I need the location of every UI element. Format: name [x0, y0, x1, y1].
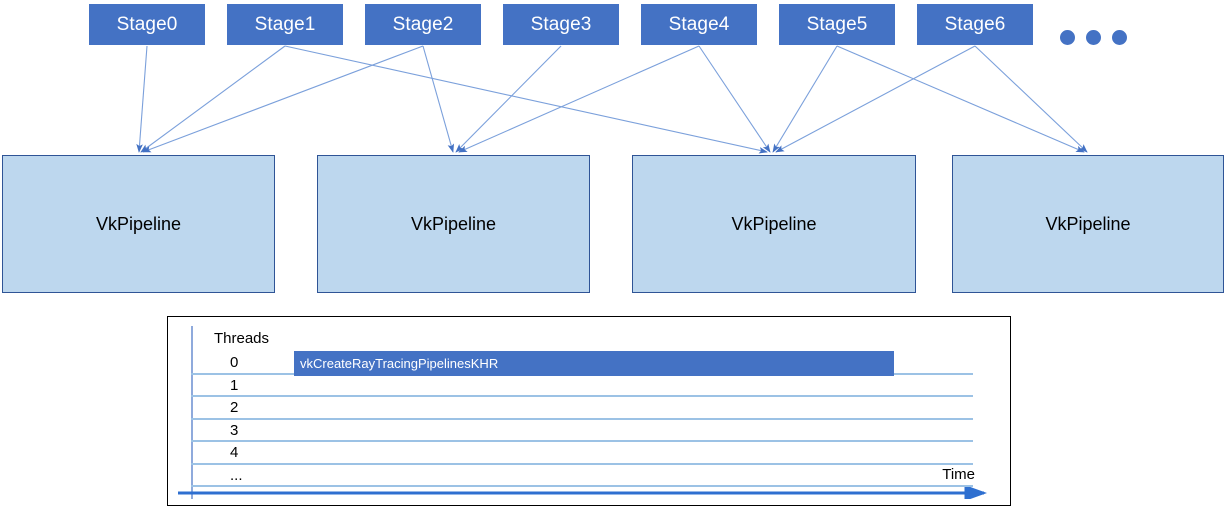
timeline-vertical-axis	[191, 326, 193, 499]
arrow-Stage4-to-VkPipeline2	[698, 45, 771, 153]
stage-box-2[interactable]: Stage2	[365, 4, 481, 45]
arrow-Stage6-to-VkPipeline2	[775, 45, 976, 153]
stage-label: Stage3	[530, 13, 592, 35]
stage-label: Stage5	[806, 13, 868, 35]
dot-icon	[1112, 30, 1127, 45]
pipeline-box-2[interactable]: VkPipeline	[632, 155, 916, 293]
arrow-Stage2-to-VkPipeline0	[142, 45, 424, 153]
stage-box-5[interactable]: Stage5	[779, 4, 895, 45]
pipeline-box-0[interactable]: VkPipeline	[2, 155, 275, 293]
stages-ellipsis-icon	[1060, 30, 1127, 45]
arrow-Stage0-to-VkPipeline0	[136, 45, 148, 153]
timeline-bar-0[interactable]: vkCreateRayTracingPipelinesKHR	[294, 351, 894, 376]
thread-label-2: 2	[230, 399, 239, 416]
pipeline-box-1[interactable]: VkPipeline	[317, 155, 590, 293]
thread-rowline-1	[191, 395, 973, 397]
stage-label: Stage1	[254, 13, 316, 35]
stage-box-4[interactable]: Stage4	[641, 4, 757, 45]
thread-label-1: 1	[230, 376, 239, 394]
stage-box-0[interactable]: Stage0	[89, 4, 205, 45]
stage-box-1[interactable]: Stage1	[227, 4, 343, 45]
arrow-Stage1-to-VkPipeline2	[284, 45, 768, 154]
stage-label: Stage6	[944, 13, 1006, 35]
thread-label-4: 4	[230, 444, 239, 461]
stage-label: Stage4	[668, 13, 730, 35]
time-axis-label: Time	[942, 466, 975, 483]
stage-box-3[interactable]: Stage3	[503, 4, 619, 45]
arrow-Stage3-to-VkPipeline1	[455, 45, 562, 153]
dot-icon	[1060, 30, 1075, 45]
stage-label: Stage0	[116, 13, 178, 35]
arrow-Stage4-to-VkPipeline1	[458, 45, 700, 153]
pipeline-label: VkPipeline	[1045, 213, 1131, 234]
stage-box-6[interactable]: Stage6	[917, 4, 1033, 45]
dot-icon	[1086, 30, 1101, 45]
time-axis-arrow-icon	[178, 487, 987, 499]
thread-rowline-more	[191, 485, 973, 487]
arrow-Stage5-to-VkPipeline2	[772, 45, 838, 153]
pipeline-label: VkPipeline	[410, 213, 497, 234]
arrow-Stage1-to-VkPipeline0	[140, 45, 286, 153]
thread-rowline-2	[191, 417, 973, 420]
thread-timeline-panel: Threads 0 vkCreateRayTracingPipelinesKHR 1…	[167, 316, 1011, 506]
arrow-Stage2-to-VkPipeline1	[422, 45, 455, 153]
pipeline-label: VkPipeline	[95, 213, 182, 234]
thread-rowline-3	[191, 440, 973, 442]
stage-label: Stage2	[392, 13, 454, 35]
threads-header-label: Threads	[214, 330, 270, 347]
thread-label-3: 3	[230, 421, 239, 439]
pipeline-box-3[interactable]: VkPipeline	[952, 155, 1224, 293]
arrow-Stage5-to-VkPipeline3	[836, 45, 1085, 153]
thread-label-more: ...	[230, 466, 243, 484]
arrow-Stage6-to-VkPipeline3	[974, 45, 1088, 153]
timeline-bar-label: vkCreateRayTracingPipelinesKHR	[300, 356, 499, 371]
thread-rowline-4	[191, 462, 973, 465]
thread-label-0: 0	[230, 354, 239, 371]
pipeline-label: VkPipeline	[731, 213, 817, 234]
